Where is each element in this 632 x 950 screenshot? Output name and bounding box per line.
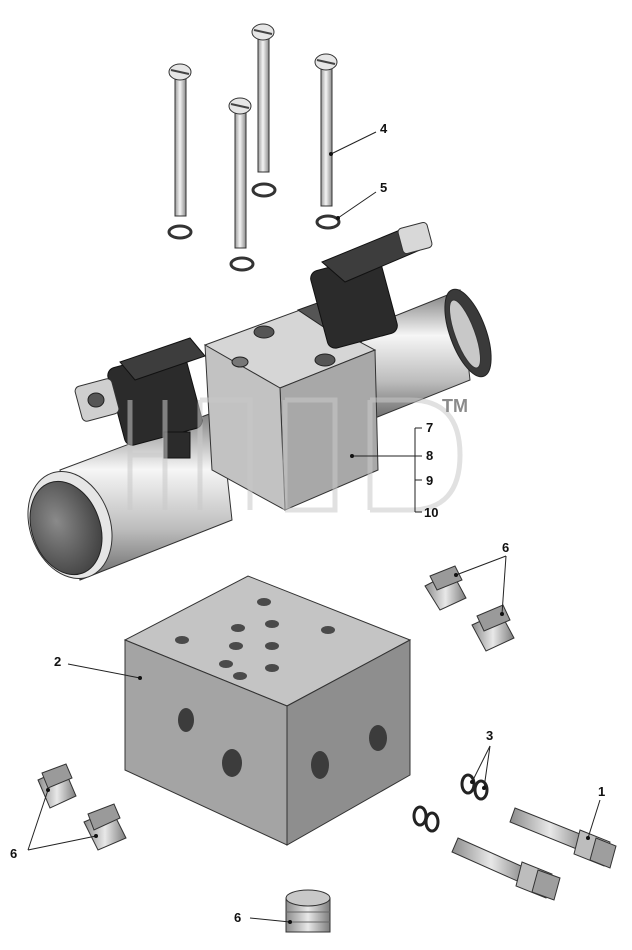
manufacturer-watermark-logo: TM [127,396,468,513]
left-coil-connector [74,337,206,459]
callout-6-bottom: 6 [234,910,241,925]
plug-top-right-2 [471,604,515,652]
leader-lines [27,131,601,924]
bolt-3 [314,53,338,207]
callout-3: 3 [486,728,493,743]
callout-6-left: 6 [10,846,17,861]
callout-10: 10 [424,505,438,520]
callout-9: 9 [426,473,433,488]
callout-labels: 4 5 7 8 9 10 6 2 3 1 6 6 [10,121,605,925]
callout-6-top: 6 [502,540,509,555]
mounting-bolts [168,23,338,249]
plug-left-1 [37,763,77,809]
callout-1: 1 [598,784,605,799]
bolt-2 [251,23,275,173]
o-rings [412,773,489,833]
bolt-4 [228,97,252,249]
trademark-symbol: TM [442,396,468,416]
callout-7: 7 [426,420,433,435]
bolt-1 [168,63,192,217]
plug-left-2 [83,803,127,851]
callout-5: 5 [380,180,387,195]
adjusting-screw-1 [509,807,617,869]
callout-2: 2 [54,654,61,669]
solenoid-valve [27,221,492,581]
callout-4: 4 [380,121,388,136]
manifold-block [123,575,412,846]
bolt-washers [167,182,341,272]
adjusting-screw-2 [451,837,561,901]
plug-top-right-1 [424,565,467,611]
callout-8: 8 [426,448,433,463]
right-coil-connector [296,221,433,349]
plug-bottom [285,889,331,933]
